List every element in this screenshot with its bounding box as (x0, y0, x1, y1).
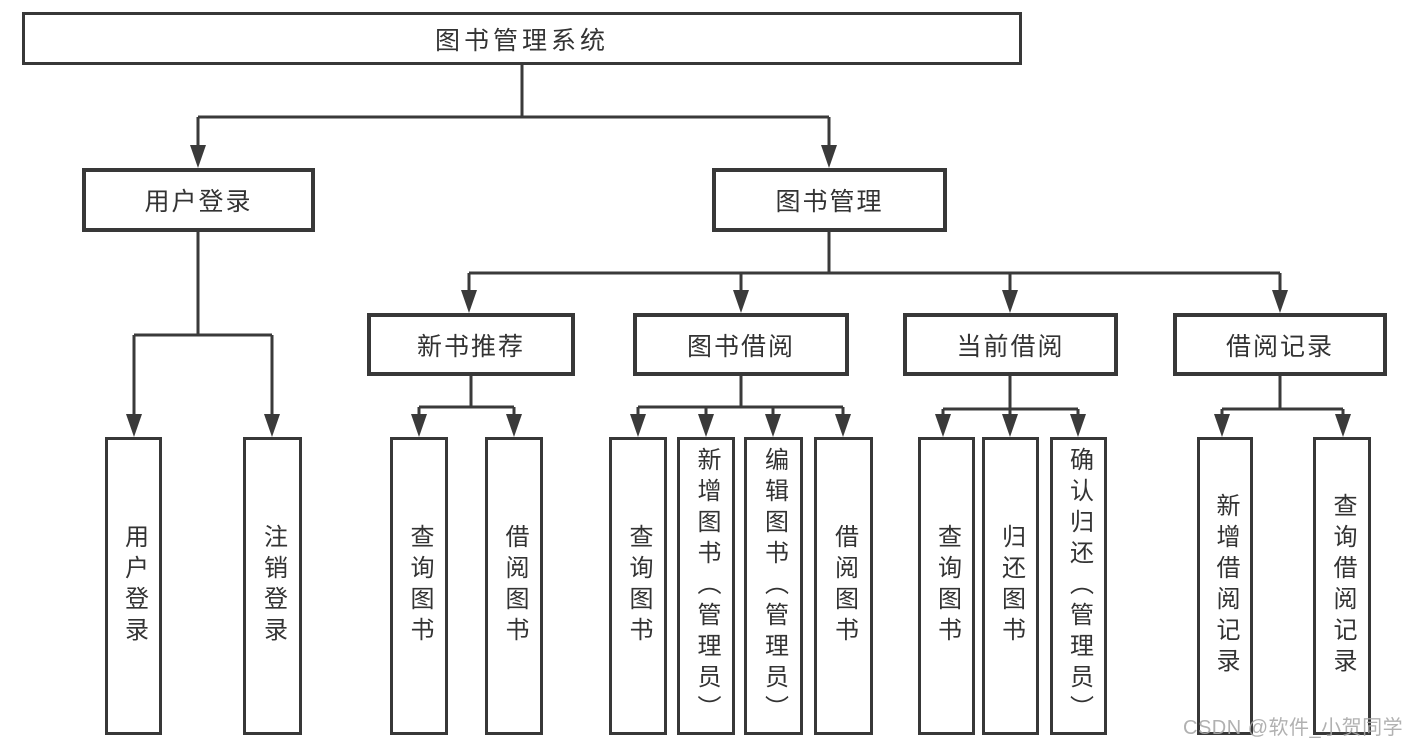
node-label: 用户登录 (144, 188, 253, 216)
arrow-down-icon (264, 414, 280, 437)
node-label: 图书管理 (775, 188, 884, 216)
node-current-borrowing: 当前借阅 (903, 313, 1118, 376)
node-label: 新增借阅记录 (1212, 493, 1239, 679)
connector-root-to-level2 (196, 65, 831, 150)
arrow-down-icon (1335, 414, 1351, 437)
leaf-borrow-books-recommend: 借阅图书 (485, 437, 543, 735)
node-label: 归还图书 (997, 524, 1025, 648)
connector-records-to-children (1220, 376, 1345, 419)
node-label: 图书管理系统 (434, 26, 609, 55)
arrow-down-icon (765, 414, 781, 437)
connector-bookmgmt-to-level3 (467, 232, 1282, 295)
leaf-query-borrow-record: 查询借阅记录 (1313, 437, 1371, 735)
node-label: 编辑图书（管理员） (760, 446, 788, 726)
node-label: 查询借阅记录 (1329, 493, 1356, 679)
node-label: 查询图书 (933, 524, 961, 648)
leaf-edit-books-admin: 编辑图书（管理员） (744, 437, 803, 735)
node-label: 注销登录 (259, 524, 287, 648)
node-label: 新书推荐 (416, 332, 525, 361)
node-user-login-module: 用户登录 (82, 168, 315, 232)
connector-borrow-to-children (636, 376, 845, 419)
arrow-down-icon (126, 414, 142, 437)
leaf-confirm-return-admin: 确认归还（管理员） (1050, 437, 1107, 735)
leaf-user-login: 用户登录 (105, 437, 162, 735)
node-borrowing-records: 借阅记录 (1173, 313, 1387, 376)
node-book-management: 图书管理 (712, 168, 947, 232)
arrow-down-icon (835, 414, 851, 437)
leaf-query-books-recommend: 查询图书 (390, 437, 448, 735)
leaf-add-books-admin: 新增图书（管理员） (677, 437, 735, 735)
arrow-down-icon (411, 414, 427, 437)
leaf-add-borrow-record: 新增借阅记录 (1197, 437, 1253, 735)
leaf-logout: 注销登录 (243, 437, 302, 735)
arrow-down-icon (821, 145, 837, 168)
connector-login-to-children (132, 232, 274, 419)
node-label: 当前借阅 (956, 332, 1065, 361)
leaf-borrow-books: 借阅图书 (814, 437, 873, 735)
leaf-query-books-borrowing: 查询图书 (609, 437, 667, 735)
node-book-borrowing: 图书借阅 (633, 313, 849, 376)
node-new-book-recommend: 新书推荐 (367, 313, 575, 376)
node-label: 查询图书 (625, 524, 652, 648)
node-label: 新增图书（管理员） (693, 446, 720, 726)
arrow-down-icon (1002, 290, 1018, 313)
arrow-down-icon (698, 414, 714, 437)
connector-newbook-to-children (417, 376, 516, 419)
node-label: 用户登录 (120, 524, 148, 648)
arrow-down-icon (630, 414, 646, 437)
node-label: 查询图书 (406, 524, 433, 648)
arrow-down-icon (461, 290, 477, 313)
leaf-return-books: 归还图书 (982, 437, 1039, 735)
node-label: 借阅记录 (1225, 332, 1334, 361)
arrow-down-icon (1070, 414, 1086, 437)
arrow-down-icon (1272, 290, 1288, 313)
node-library-system: 图书管理系统 (22, 12, 1022, 65)
leaf-query-books-current: 查询图书 (918, 437, 975, 735)
node-label: 借阅图书 (830, 524, 858, 648)
connector-current-to-children (941, 376, 1080, 419)
node-label: 借阅图书 (501, 524, 528, 648)
arrow-down-icon (733, 290, 749, 313)
arrow-down-icon (1002, 414, 1018, 437)
arrow-down-icon (506, 414, 522, 437)
arrow-down-icon (190, 145, 206, 168)
arrow-down-icon (935, 414, 951, 437)
node-label: 图书借阅 (686, 332, 795, 361)
arrow-down-icon (1214, 414, 1230, 437)
node-label: 确认归还（管理员） (1065, 446, 1093, 726)
